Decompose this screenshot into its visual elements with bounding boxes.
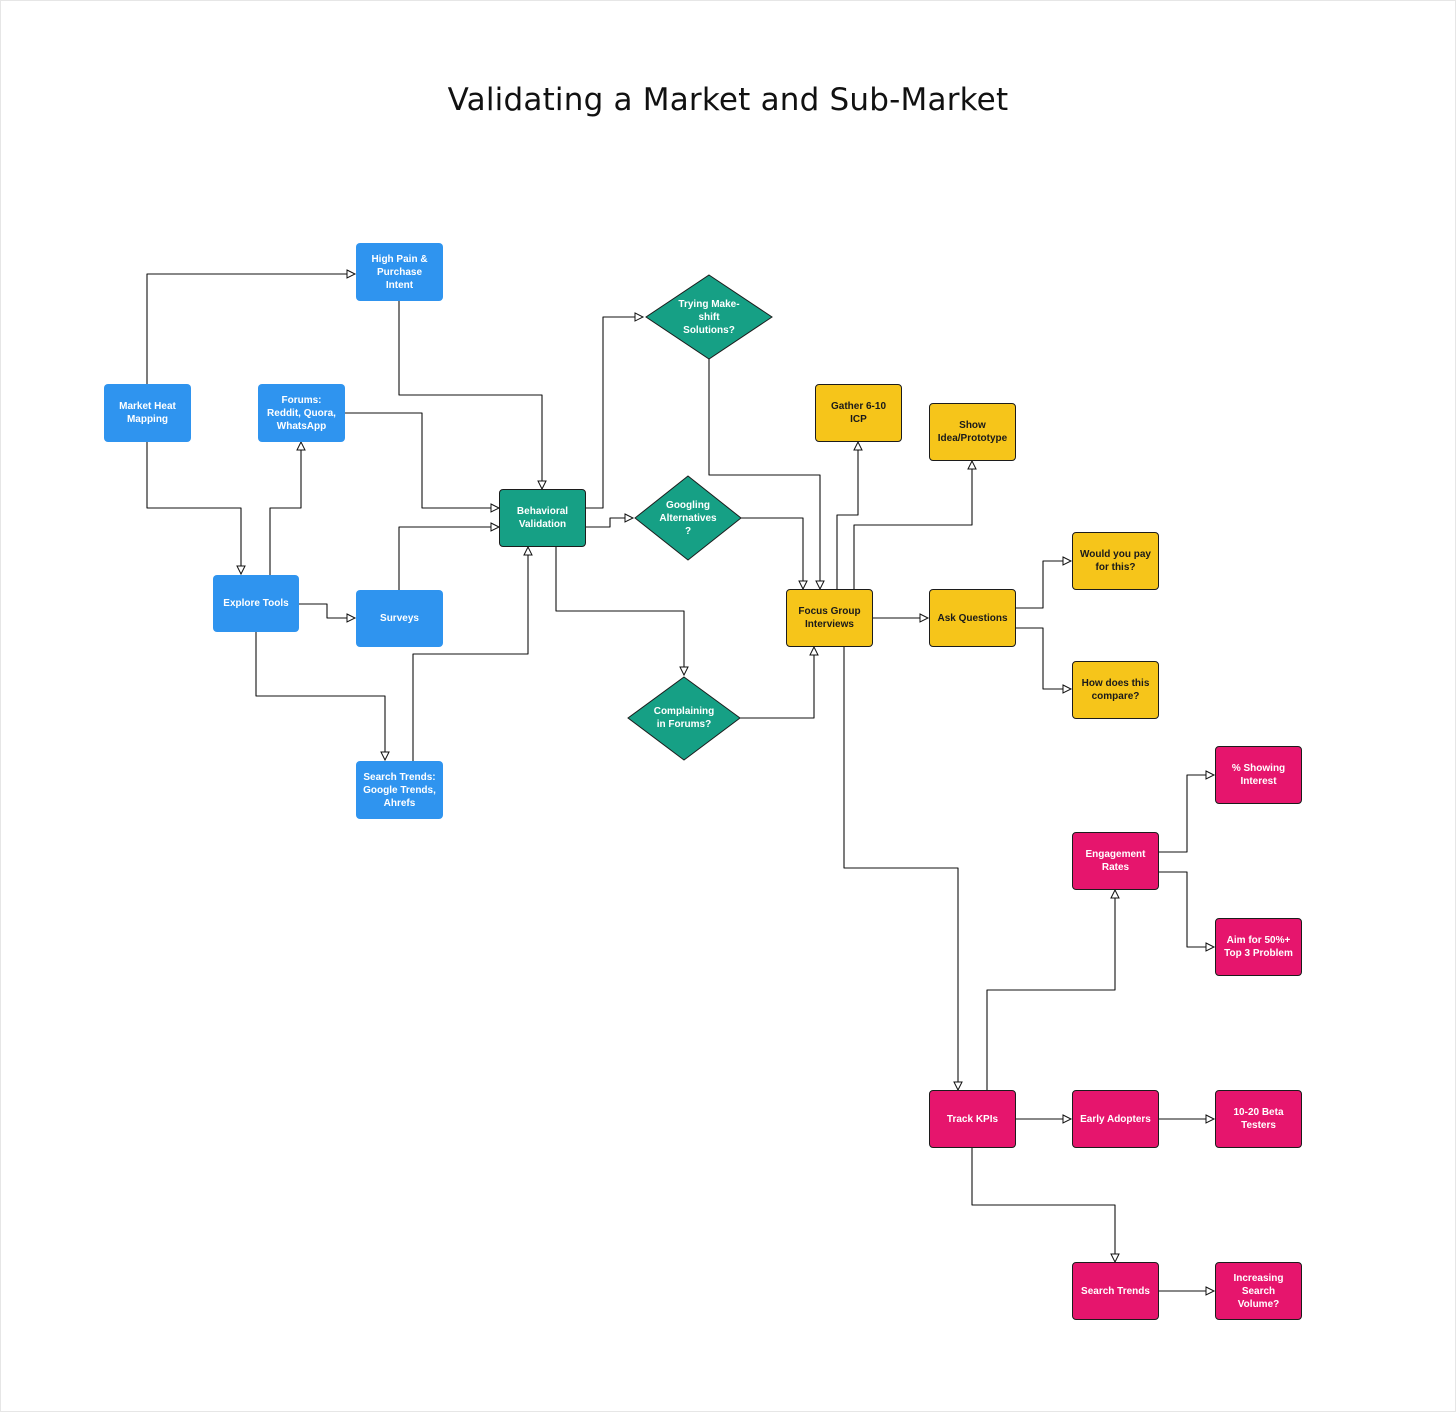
node-increasing-search-volume[interactable]: Increasing Search Volume?: [1215, 1262, 1302, 1320]
node-trying-makeshift-solutions[interactable]: Trying Make- shift Solutions?: [678, 298, 740, 336]
edge-explore-tools-to-forums: [269, 440, 306, 575]
edge-explore-tools-to-surveys: [298, 603, 357, 623]
edge-market-heat-to-explore-tools: [146, 441, 246, 576]
edge-focus-group-to-gather-icp: [836, 440, 863, 590]
node-would-you-pay[interactable]: Would you pay for this?: [1072, 532, 1159, 590]
edge-track-kpis-to-search-trends: [971, 1148, 1120, 1264]
edge-focus-group-to-track-kpis: [843, 647, 963, 1092]
edge-ask-questions-to-how-compare: [1015, 627, 1073, 694]
node-explore-tools[interactable]: Explore Tools: [213, 575, 299, 632]
node-aim-for-50[interactable]: Aim for 50%+ Top 3 Problem: [1215, 918, 1302, 976]
node-ask-questions[interactable]: Ask Questions: [929, 589, 1016, 647]
node-behavioral-validation[interactable]: Behavioral Validation: [499, 489, 586, 547]
edge-makeshift-to-focus-group: [708, 359, 825, 591]
edge-track-kpis-to-engagement: [986, 888, 1120, 1091]
edge-engagement-to-aim-50: [1158, 871, 1216, 952]
edge-ask-questions-to-would-pay: [1015, 556, 1073, 609]
edge-explore-tools-to-search-trends-tools: [255, 632, 390, 762]
node-market-heat-mapping[interactable]: Market Heat Mapping: [104, 384, 191, 442]
node-track-kpis[interactable]: Track KPIs: [929, 1090, 1016, 1148]
edge-search-trends-tools-to-behavioral: [412, 545, 533, 761]
node-engagement-rates[interactable]: Engagement Rates: [1072, 832, 1159, 890]
diagram-title: Validating a Market and Sub-Market: [447, 82, 1009, 118]
node-beta-testers[interactable]: 10-20 Beta Testers: [1215, 1090, 1302, 1148]
edge-focus-group-to-show-idea: [853, 459, 977, 590]
edge-behavioral-to-makeshift: [585, 312, 645, 509]
node-googling-alternatives[interactable]: Googling Alternatives ?: [659, 499, 717, 537]
node-surveys[interactable]: Surveys: [356, 590, 443, 647]
node-early-adopters[interactable]: Early Adopters: [1072, 1090, 1159, 1148]
edge-behavioral-to-complaining: [555, 547, 689, 677]
edge-market-heat-to-high-pain: [146, 269, 357, 384]
node-complaining-in-forums[interactable]: Complaining in Forums?: [653, 706, 715, 730]
diamond-complaining-shape: [627, 676, 741, 761]
edge-behavioral-to-googling: [585, 513, 635, 528]
node-search-trends-tools[interactable]: Search Trends: Google Trends, Ahrefs: [356, 761, 443, 819]
node-how-does-this-compare[interactable]: How does this compare?: [1072, 661, 1159, 719]
edge-complaining-to-focus-group: [740, 645, 819, 719]
node-forums[interactable]: Forums: Reddit, Quora, WhatsApp: [258, 384, 345, 442]
edge-forums-to-behavioral: [344, 412, 501, 513]
diamond-googling-shape: [634, 475, 742, 561]
edge-surveys-to-behavioral: [398, 522, 501, 590]
edge-engagement-to-showing-interest: [1158, 770, 1216, 853]
node-show-idea-prototype[interactable]: Show Idea/Prototype: [929, 403, 1016, 461]
node-gather-icp[interactable]: Gather 6-10 ICP: [815, 384, 902, 442]
node-high-pain-purchase-intent[interactable]: High Pain & Purchase Intent: [356, 243, 443, 301]
node-focus-group-interviews[interactable]: Focus Group Interviews: [786, 589, 873, 647]
node-search-trends[interactable]: Search Trends: [1072, 1262, 1159, 1320]
edge-googling-to-focus-group: [741, 517, 808, 591]
edge-high-pain-to-behavioral: [398, 301, 547, 491]
node-showing-interest[interactable]: % Showing Interest: [1215, 746, 1302, 804]
